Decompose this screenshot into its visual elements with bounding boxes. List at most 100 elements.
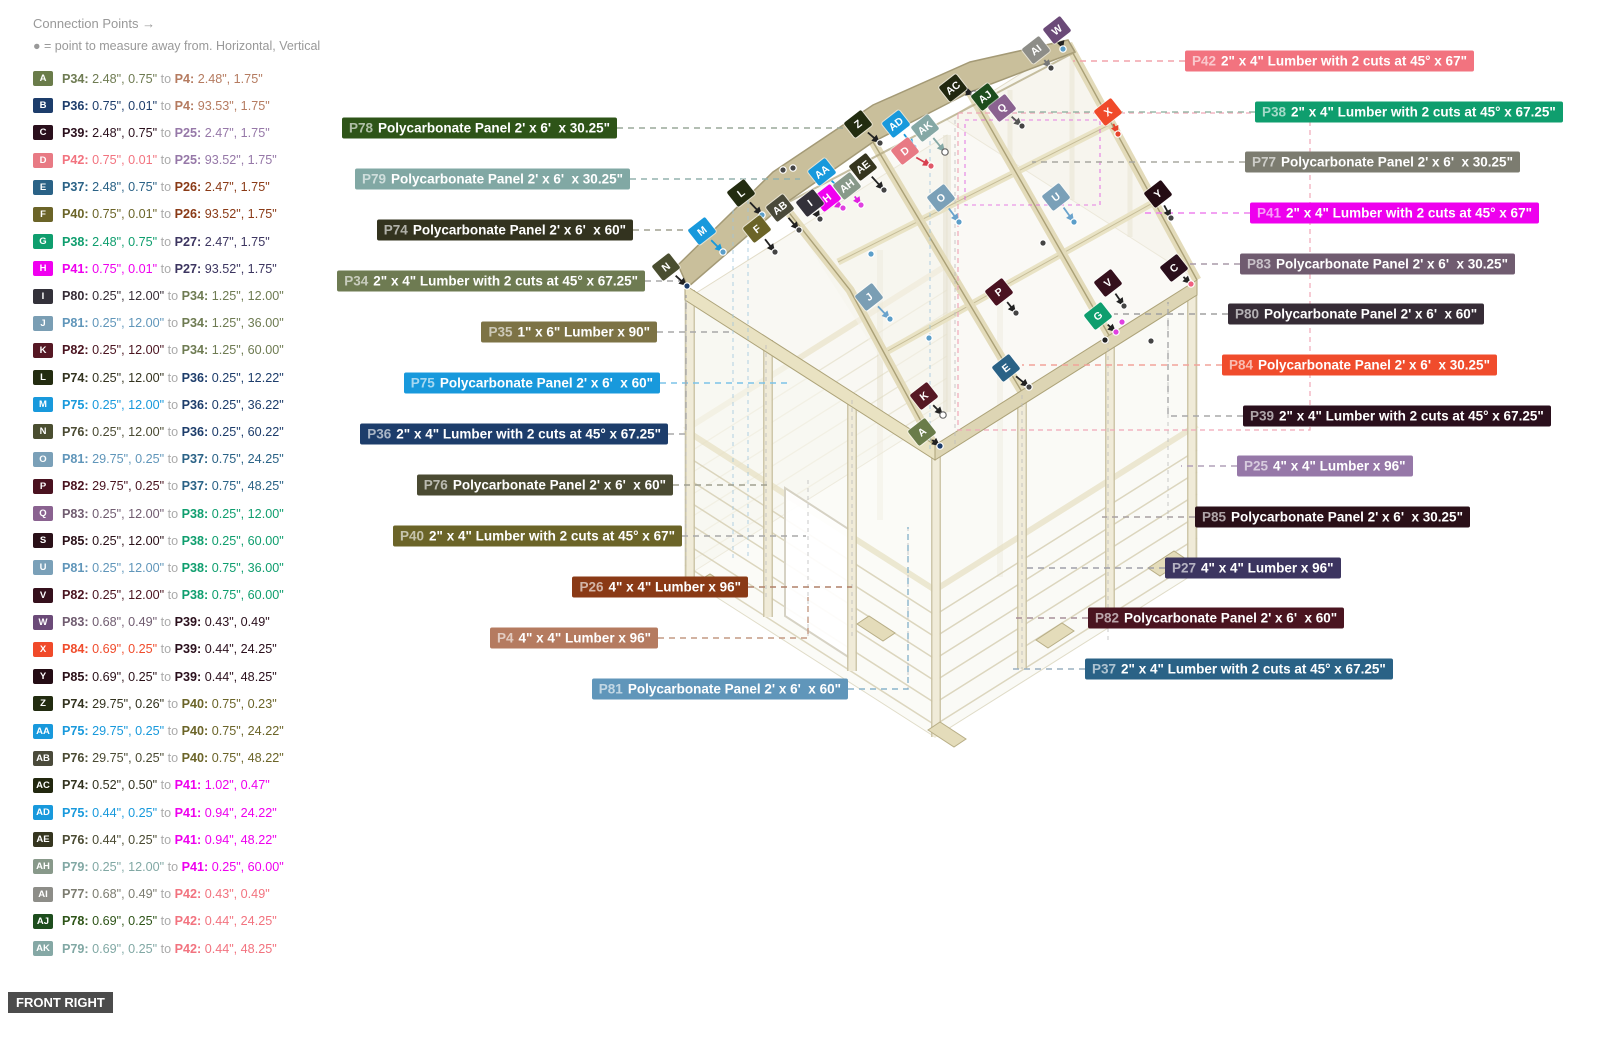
connection-letter-chip: Q (33, 506, 53, 521)
to-part: P37: (181, 479, 209, 494)
connection-letter-chip: Y (33, 669, 53, 685)
part-label-id: P77 (1252, 154, 1277, 170)
to-word: to (164, 289, 182, 303)
to-values: 93.53", 1.75" (194, 98, 270, 113)
from-part: P77: (62, 887, 89, 902)
connection-dot (939, 411, 947, 419)
part-label-text: Polycarbonate Panel 2' x 6' x 30.25" (1231, 509, 1463, 525)
connection-letter-chip: A (33, 71, 53, 86)
part-label-id: P37 (1092, 661, 1117, 677)
connection-dot (1018, 122, 1026, 130)
from-part: P75: (62, 805, 89, 820)
part-label-id: P85 (1202, 509, 1227, 525)
from-part: P82: (62, 479, 89, 494)
to-values: 0.75", 60.00" (208, 588, 284, 603)
panel-legend: ● = point to measure away from. Horizont… (33, 39, 321, 53)
to-part: P38: (181, 560, 209, 575)
from-values: 0.25", 12.00" (88, 289, 165, 303)
guide-lines (685, 112, 1311, 689)
part-label-id: P38 (1262, 104, 1287, 120)
connection-letter-chip: N (33, 424, 53, 440)
to-values: 0.75", 24.22" (208, 724, 284, 738)
from-part: P74: (62, 778, 89, 793)
to-part: P34: (181, 316, 209, 331)
connection-letter-chip: AE (33, 832, 53, 848)
part-label-text: 2" x 4" Lumber with 2 cuts at 45° x 67" (429, 528, 675, 544)
part-label-id: P79 (362, 171, 387, 187)
part-label-text: Polycarbonate Panel 2' x 6' x 60" (1124, 610, 1338, 626)
connection-letter-chip: AK (33, 941, 53, 956)
connection-letter-chip: G (33, 234, 53, 250)
from-values: 29.75", 0.25" (88, 479, 165, 494)
to-part: P26: (174, 207, 202, 222)
from-part: P78: (62, 914, 89, 929)
to-word: to (164, 533, 182, 548)
from-values: 2.48", 0.75" (88, 125, 158, 140)
from-part: P38: (62, 234, 89, 249)
connection-dot (1120, 302, 1128, 310)
from-values: 0.25", 12.00" (88, 316, 165, 331)
connection-dot (955, 218, 963, 226)
connection-letter-chip: L (33, 370, 53, 386)
to-part: P38: (181, 588, 209, 603)
from-part: P84: (62, 642, 89, 657)
to-values: 0.44", 24.25" (201, 914, 277, 929)
connection-letter-chip: E (33, 179, 53, 195)
connection-dot (936, 442, 944, 450)
part-label-id: P25 (1244, 458, 1269, 474)
connection-dot (1118, 318, 1126, 326)
to-part: P38: (181, 506, 209, 521)
to-word: to (157, 261, 175, 276)
to-values: 0.75", 48.25" (208, 479, 284, 494)
connection-letter-chip: I (33, 288, 53, 304)
part-label-id: P75 (410, 375, 435, 391)
part-label-text: 4" x 4" Lumber x 96" (1273, 458, 1406, 474)
to-values: 0.44", 24.25" (201, 642, 277, 657)
from-values: 0.25", 12.00" (88, 588, 165, 603)
to-word: to (157, 234, 175, 249)
to-word: to (157, 180, 175, 195)
from-part: P75: (62, 724, 89, 738)
part-label-text: 4" x 4" Lumber x 96" (608, 579, 741, 595)
part-label-id: P36 (367, 426, 392, 442)
from-part: P74: (62, 696, 89, 711)
part-label-text: Polycarbonate Panel 2' x 6' x 60" (412, 222, 626, 238)
part-label-text: Polycarbonate Panel 2' x 6' x 30.25" (391, 171, 623, 187)
from-values: 0.25", 12.00" (88, 424, 165, 439)
connection-dot (941, 148, 949, 156)
to-part: P39: (174, 642, 202, 657)
